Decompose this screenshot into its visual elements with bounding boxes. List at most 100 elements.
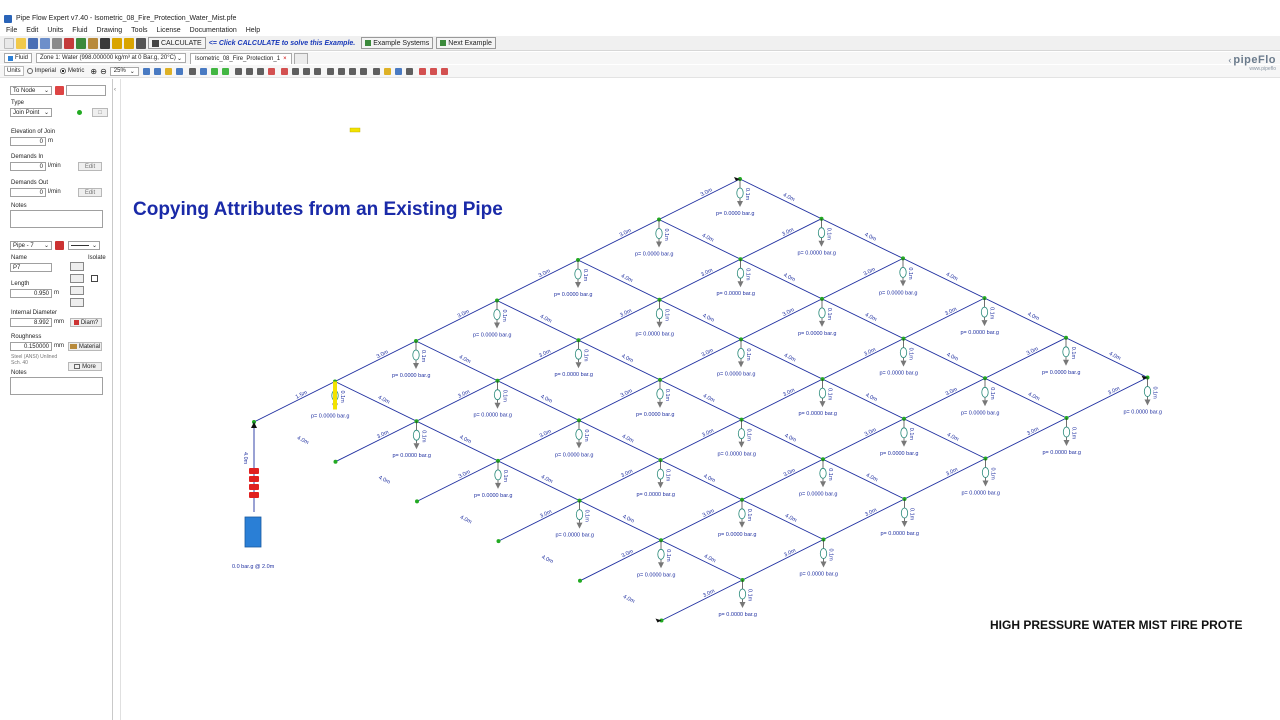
pump-tool-icon[interactable]: [234, 67, 242, 75]
menu-item-edit[interactable]: Edit: [26, 27, 39, 34]
pipe-line[interactable]: [496, 300, 905, 500]
fitting-tool-icon[interactable]: [280, 67, 288, 75]
zone-select[interactable]: Zone 1: Water (998.000000 kg/m³ at 0 Bar…: [36, 53, 187, 63]
sprinkler-nozzle-icon[interactable]: [738, 508, 746, 520]
menu-item-tools[interactable]: Tools: [131, 27, 148, 34]
paste-icon[interactable]: [88, 37, 98, 49]
pipe-style-select[interactable]: ⌄: [68, 241, 100, 250]
sprinkler-nozzle-icon[interactable]: [655, 228, 663, 239]
pipe-line[interactable]: [739, 178, 1148, 378]
size-icon[interactable]: [405, 67, 413, 75]
diameter-input[interactable]: 8.992: [10, 318, 52, 327]
sprinkler-nozzle-icon[interactable]: [819, 548, 828, 559]
menu-item-units[interactable]: Units: [47, 27, 64, 34]
node-filter-input[interactable]: [66, 85, 106, 96]
diam-button[interactable]: Diam?: [70, 318, 102, 327]
sprinkler-nozzle-icon[interactable]: [412, 349, 420, 361]
join-node[interactable]: [333, 459, 338, 464]
type-select[interactable]: Join Point ⌄: [10, 108, 52, 117]
demands-out-input[interactable]: 0: [10, 188, 46, 197]
component-icon[interactable]: [70, 274, 84, 283]
sprinkler-nozzle-icon[interactable]: [493, 389, 502, 401]
panel-splitter[interactable]: ‹: [113, 79, 121, 720]
node-select[interactable]: To Node ⌄: [10, 86, 52, 95]
print-icon[interactable]: [52, 37, 62, 49]
fitting-icon[interactable]: [70, 298, 84, 307]
sprinkler-nozzle-icon[interactable]: [817, 227, 826, 239]
pipe-icon[interactable]: [55, 241, 64, 250]
pipe-tool-icon[interactable]: [221, 67, 229, 75]
isolate-checkbox[interactable]: [91, 275, 98, 282]
rotate-icon[interactable]: [153, 67, 161, 75]
next-example-button[interactable]: Next Example: [436, 37, 496, 49]
sprinkler-nozzle-icon[interactable]: [981, 386, 989, 398]
sprinkler-nozzle-icon[interactable]: [656, 468, 665, 480]
undo-icon[interactable]: [429, 67, 437, 75]
node-notes-textarea[interactable]: [10, 210, 103, 228]
more-button[interactable]: More: [68, 362, 102, 371]
delete-icon[interactable]: [418, 67, 426, 75]
save-icon[interactable]: [28, 37, 38, 49]
sprinkler-nozzle-icon[interactable]: [981, 467, 990, 478]
tab-new[interactable]: [293, 52, 308, 64]
move-icon[interactable]: [164, 67, 172, 75]
roughness-input[interactable]: 0.150000: [10, 342, 52, 351]
material-button[interactable]: Material: [68, 342, 102, 351]
sprinkler-nozzle-icon[interactable]: [1143, 386, 1152, 397]
pipe-line[interactable]: [577, 259, 986, 459]
sprinkler-nozzle-icon[interactable]: [1062, 426, 1071, 438]
demand-tool-icon[interactable]: [210, 67, 218, 75]
sprinkler-nozzle-icon[interactable]: [899, 347, 908, 359]
box-tool-icon[interactable]: [302, 67, 310, 75]
calculate-button[interactable]: CALCULATE: [148, 37, 206, 49]
sprinkler-nozzle-icon[interactable]: [1062, 346, 1070, 358]
sprinkler-nozzle-icon[interactable]: [575, 428, 583, 440]
length-input[interactable]: 0.950: [10, 289, 52, 298]
isometric-drawing-canvas[interactable]: 1.5m3.0m3.0m3.0m3.0m3.0m3.0m3.0m3.0m3.0m…: [121, 79, 1280, 720]
menu-item-documentation[interactable]: Documentation: [189, 27, 237, 34]
pipe-select[interactable]: Pipe - 7 ⌄: [10, 241, 52, 250]
join-node[interactable]: [496, 539, 501, 544]
water-tank-icon[interactable]: [244, 516, 262, 548]
sprinkler-nozzle-icon[interactable]: [656, 388, 664, 400]
sprinkler-nozzle-icon[interactable]: [819, 467, 827, 479]
menu-item-help[interactable]: Help: [245, 27, 261, 34]
sprinkler-nozzle-icon[interactable]: [736, 187, 744, 199]
zoom-in-icon[interactable]: ⊕: [90, 66, 98, 76]
report-icon[interactable]: [136, 37, 146, 49]
join-node[interactable]: [578, 578, 582, 583]
zoom-fit-icon[interactable]: [372, 67, 380, 75]
node-icon[interactable]: [55, 86, 64, 95]
imperial-radio[interactable]: Imperial: [26, 68, 56, 74]
list-icon[interactable]: [112, 37, 122, 49]
sprinkler-nozzle-icon[interactable]: [575, 509, 584, 520]
sprinkler-nozzle-icon[interactable]: [737, 428, 746, 440]
demands-in-input[interactable]: 0: [10, 162, 46, 171]
valve-tool-icon[interactable]: [267, 67, 275, 75]
pump-icon[interactable]: [249, 484, 259, 490]
zoom-out-icon[interactable]: ⊖: [100, 66, 107, 76]
sprinkler-nozzle-icon[interactable]: [818, 387, 827, 399]
align-tool-icon[interactable]: [313, 67, 321, 75]
metric-radio[interactable]: Metric: [60, 68, 84, 74]
spec-button[interactable]: □: [92, 108, 108, 117]
sprinkler-nozzle-icon[interactable]: [412, 429, 421, 441]
sprinkler-nozzle-icon[interactable]: [980, 306, 989, 318]
menu-item-file[interactable]: File: [6, 27, 18, 34]
sprinkler-nozzle-icon[interactable]: [738, 588, 747, 600]
fittings-icon[interactable]: [70, 262, 84, 271]
new-file-icon[interactable]: [4, 37, 14, 49]
node-tool-icon[interactable]: [175, 67, 183, 75]
sprinkler-nozzle-icon[interactable]: [737, 347, 745, 359]
elevation-input[interactable]: 0: [10, 137, 46, 146]
sprinkler-nozzle-icon[interactable]: [655, 308, 664, 320]
open-folder-icon[interactable]: [16, 37, 26, 49]
tab-file[interactable]: Isometric_08_Fire_Protection_1 ×: [190, 52, 292, 64]
collapse-icon[interactable]: ‹: [114, 87, 116, 93]
fluid-button[interactable]: Fluid: [4, 53, 33, 63]
zoom-select[interactable]: 25% ⌄: [109, 66, 139, 76]
pipe-line[interactable]: [658, 219, 1067, 419]
sprinkler-nozzle-icon[interactable]: [574, 348, 583, 360]
sprinkler-nozzle-icon[interactable]: [899, 266, 907, 278]
group-tool-icon[interactable]: [348, 67, 356, 75]
